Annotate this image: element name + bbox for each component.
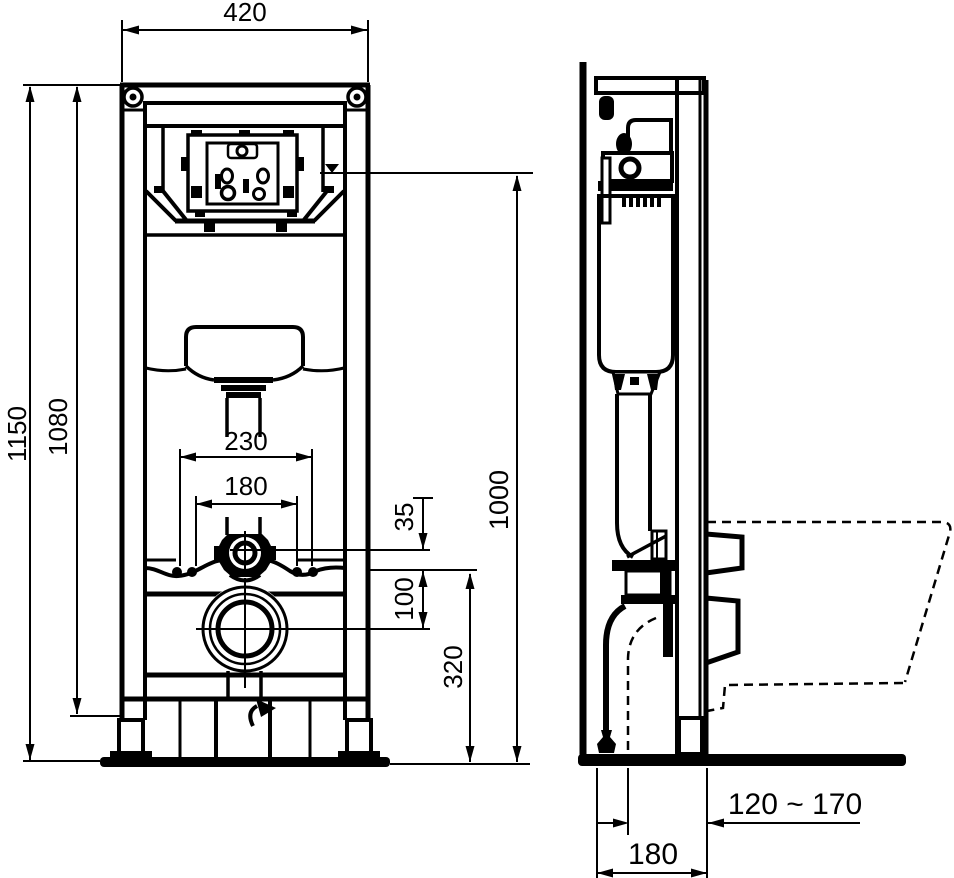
pan-bracket-lower (703, 595, 741, 667)
dim-label-outlet-height: 320 (438, 645, 468, 688)
dim-wall-distance: 120 ~ 170 (597, 768, 862, 878)
dim-label-total-height: 1150 (2, 406, 32, 462)
plate-screw-hole (235, 144, 249, 158)
dim-flush-level: 1000 (484, 175, 522, 762)
dim-outlet-height: 320 (390, 573, 530, 765)
dim-frame-height: 1080 (43, 86, 122, 717)
dim-flush-offset: 35 (230, 497, 477, 571)
wc-pan-outline (706, 520, 952, 713)
dim-outlet-offset: 100 (196, 571, 430, 630)
floor-line-side (578, 754, 906, 766)
front-frame (119, 82, 371, 720)
dim-label-frame-width: 420 (223, 0, 266, 27)
pan-brackets (703, 531, 745, 667)
floor-line-front (100, 757, 390, 767)
dim-label-frame-depth: 180 (628, 838, 678, 871)
side-foot (677, 716, 704, 756)
side-plumbing (597, 394, 678, 753)
dim-label-outlet-offset: 100 (389, 577, 419, 620)
flow-arrow (248, 704, 259, 727)
front-view (100, 82, 533, 767)
dim-label-fixing-outer: 230 (224, 426, 267, 456)
dim-fixing-inner: 180 (195, 471, 298, 566)
dim-label-flush-level: 1000 (484, 470, 514, 530)
dim-fixing-outer: 230 (179, 426, 313, 566)
alt-drain-route (626, 616, 657, 752)
dim-label-frame-height: 1080 (43, 398, 73, 456)
dim-label-wall-distance: 120 ~ 170 (728, 788, 862, 821)
dimensions: 420 1150 1080 230 (2, 0, 862, 878)
side-view (578, 62, 952, 766)
mount-hole-right (346, 86, 368, 108)
front-base (100, 672, 390, 767)
dim-total-height: 1150 (2, 84, 120, 762)
front-inlet-fitting (214, 517, 276, 583)
fixing-screw (308, 567, 318, 577)
fill-valve (618, 156, 642, 180)
fixing-screw (292, 567, 302, 577)
drain-elbow (603, 603, 627, 731)
front-cistern-access-box (181, 130, 304, 217)
side-cistern (597, 118, 675, 396)
dim-label-flush-offset: 35 (389, 503, 419, 532)
pan-bracket-upper (703, 531, 745, 576)
dim-label-fixing-inner: 180 (224, 471, 267, 501)
dim-frame-width: 420 (121, 0, 369, 82)
floor-drain-fitting (597, 730, 616, 753)
fixing-screw (187, 567, 197, 577)
wall-hook (599, 96, 614, 120)
mount-hole-left (122, 86, 144, 108)
water-level-mark (320, 164, 533, 174)
fixing-screw (172, 567, 182, 577)
front-flush-bend (145, 325, 345, 437)
dim-frame-depth: 180 (596, 768, 707, 878)
